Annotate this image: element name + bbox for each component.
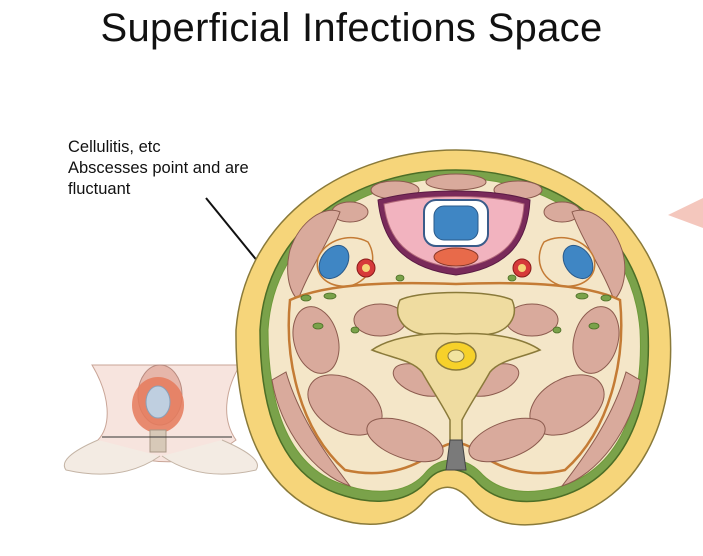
caption-line: Cellulitis, etc — [68, 138, 161, 156]
neck-cross-section — [235, 149, 672, 526]
esophagus — [433, 247, 479, 267]
deep-neck-muscles — [292, 303, 620, 463]
trapezius-muscles — [271, 371, 641, 487]
caption: Cellulitis, etc Abscesses point and are … — [68, 137, 249, 200]
caption-line: Abscesses point and are — [68, 159, 249, 177]
slide-title: Superficial Infections Space — [100, 6, 603, 50]
carotid-sheath-left — [316, 236, 376, 287]
vertebra — [370, 291, 542, 471]
caption-line: fluctuant — [68, 180, 131, 198]
cropped-image-fragment — [668, 198, 703, 228]
strap-muscles — [331, 173, 581, 223]
neck-thyroid-inset — [64, 364, 258, 475]
sternocleidomastoid-muscles — [287, 209, 626, 301]
small-structures — [300, 274, 612, 334]
carotid-sheath-right — [512, 236, 596, 287]
